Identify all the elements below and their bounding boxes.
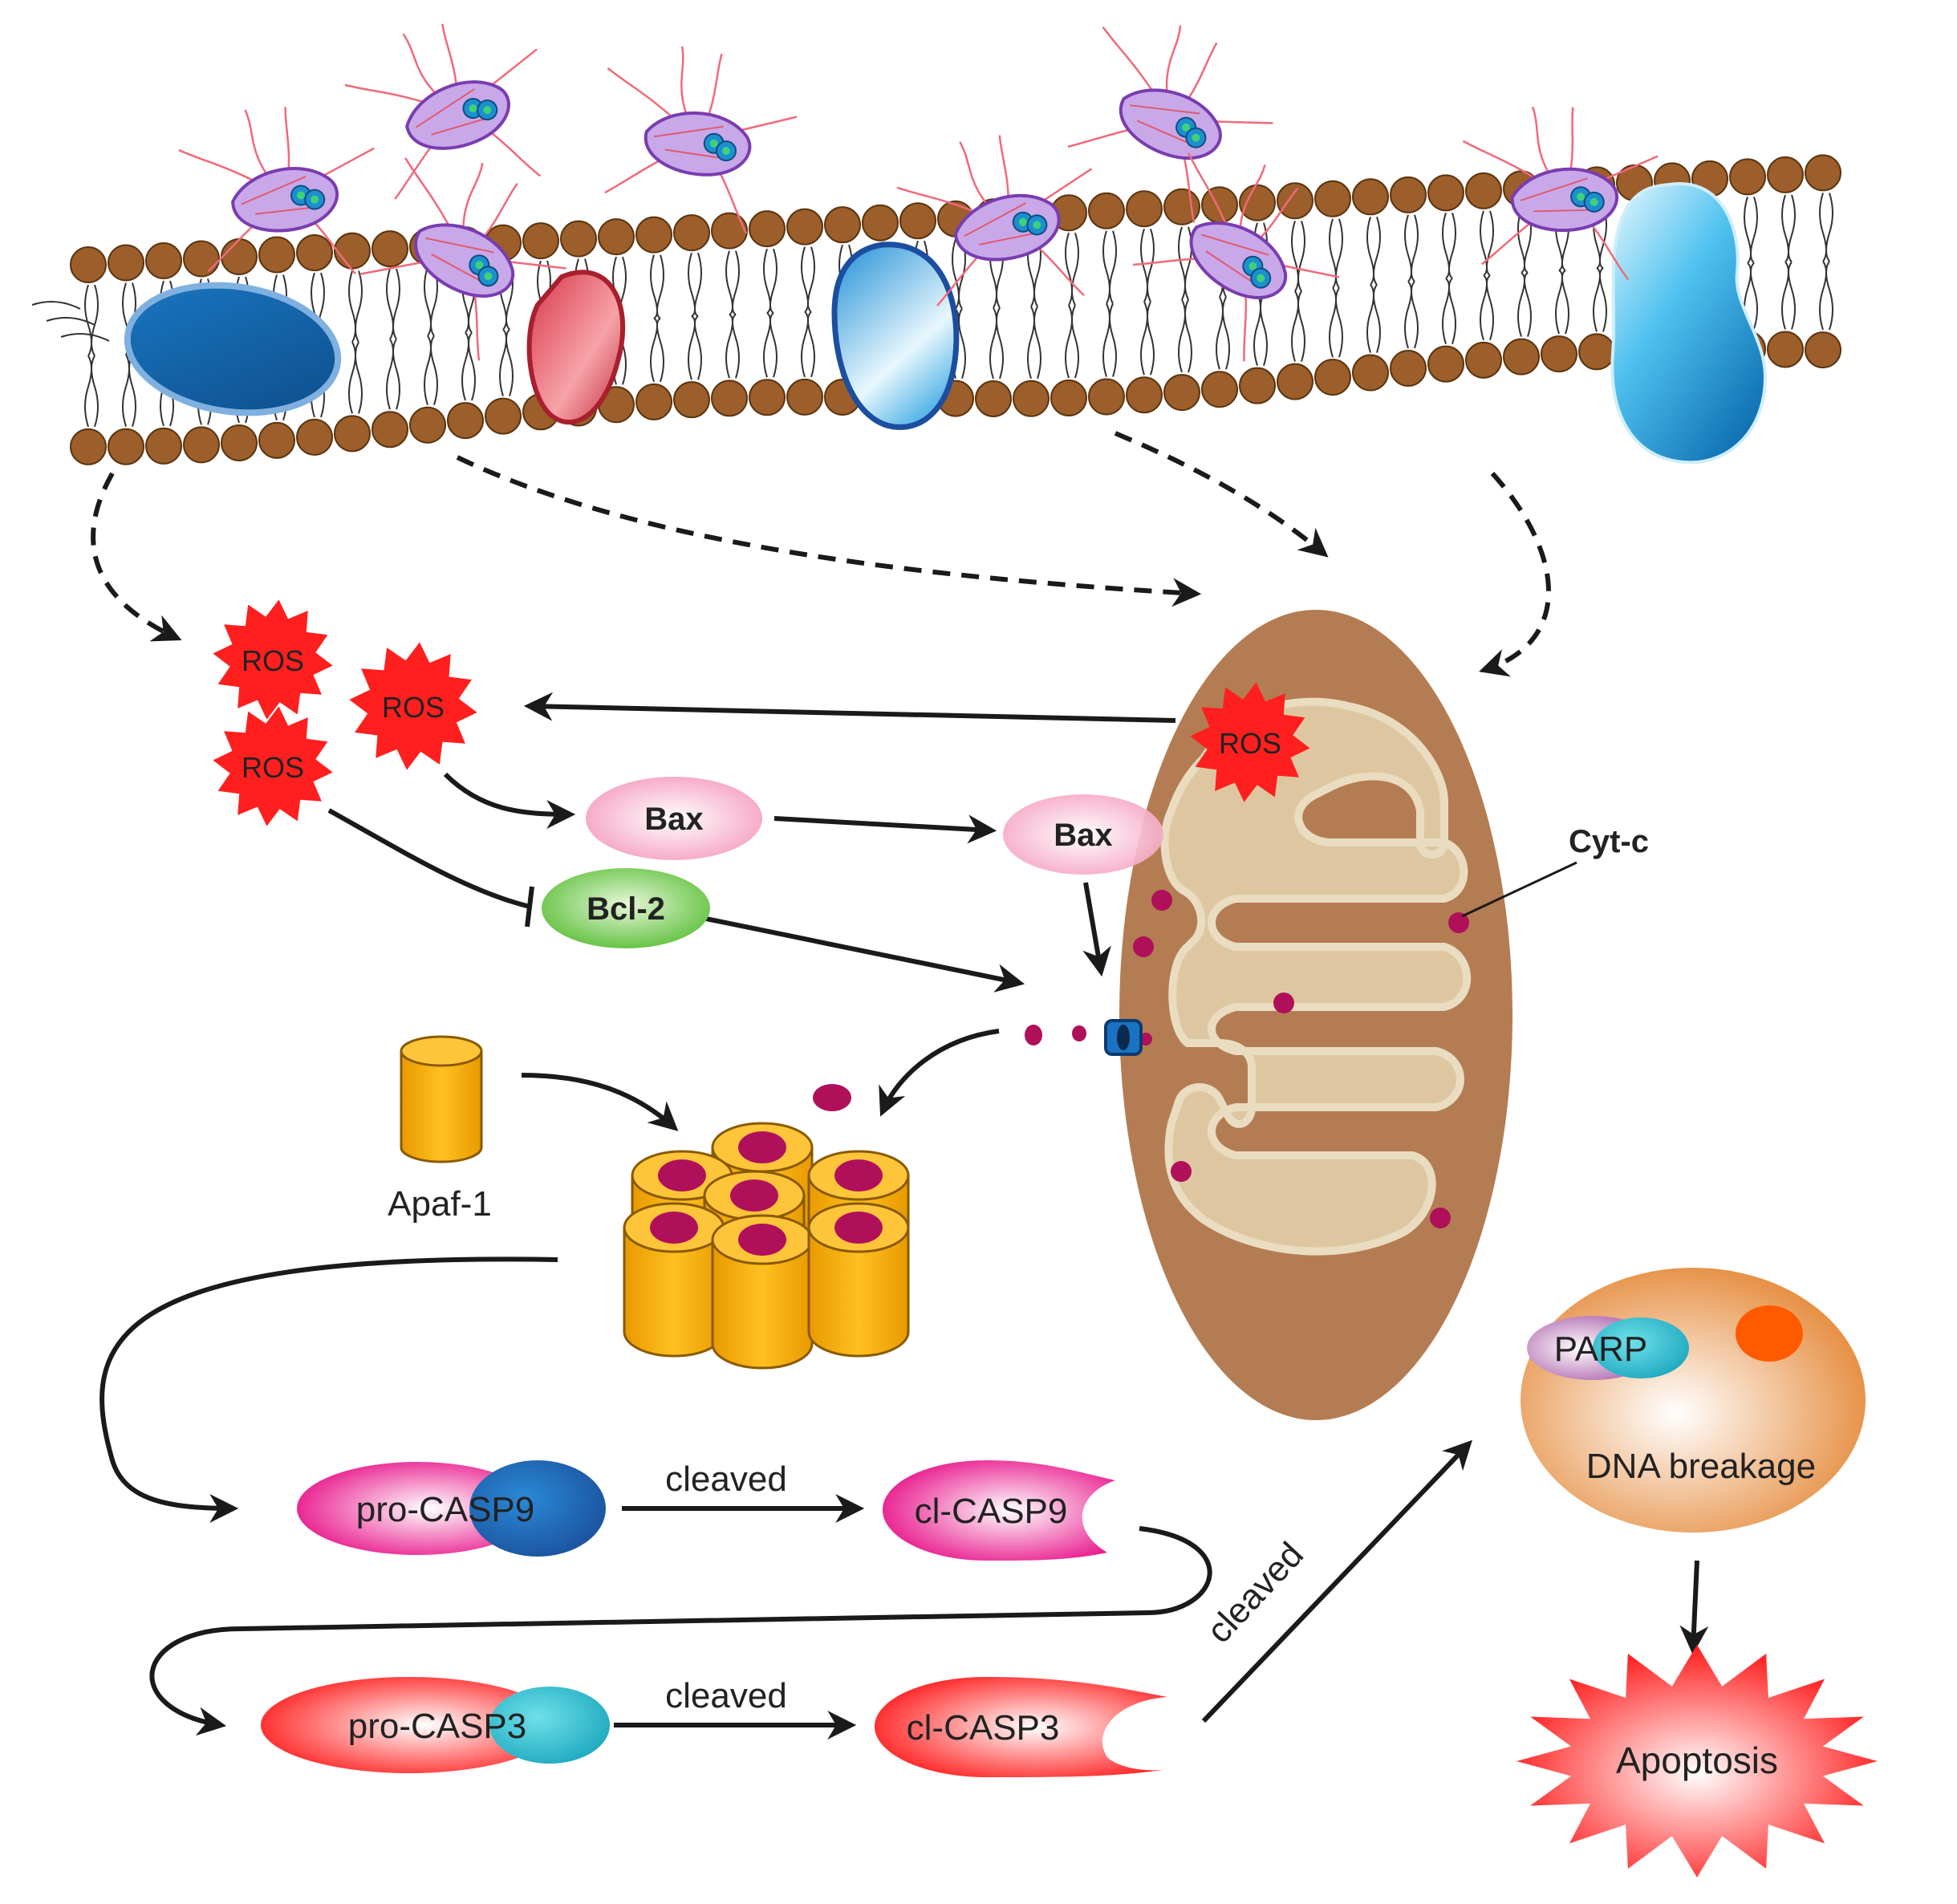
- svg-text:cl-CASP3: cl-CASP3: [907, 1708, 1060, 1748]
- parasite: [344, 23, 542, 200]
- solid-arrows: [99, 692, 1730, 1740]
- cleaved-label-casp3: cleaved: [665, 1676, 787, 1715]
- svg-text:Bax: Bax: [644, 802, 703, 837]
- arrow-cytc-to-apoptosome: [879, 1029, 1000, 1117]
- mitochondrial-cristae: [1160, 697, 1472, 1256]
- cleaved-label-diagonal: cleaved: [1200, 1535, 1311, 1650]
- parasites-group: [178, 23, 1659, 362]
- bcl2: Bcl-2: [542, 868, 710, 948]
- ros-burst-1: ROS: [213, 599, 333, 720]
- dashed-signal-arrows: [91, 431, 1551, 677]
- arrow-nucleus-to-apoptosis: [1679, 1560, 1709, 1655]
- inhibition-ros-bcl2: [327, 808, 534, 928]
- cytochrome-c-dots: [1133, 890, 1469, 1228]
- svg-text:ROS: ROS: [242, 644, 304, 677]
- svg-text:ROS: ROS: [1219, 727, 1281, 760]
- parasite: [1067, 25, 1273, 223]
- ros-burst-3: ROS: [213, 706, 333, 826]
- bax-cytosolic: Bax: [586, 777, 762, 860]
- arrow-apaf-to-apoptosome: [521, 1073, 679, 1131]
- apoptosis-burst: Apoptosis: [1516, 1645, 1878, 1878]
- pro-casp3: pro-CASP3: [261, 1677, 610, 1773]
- cleaved-label-casp9: cleaved: [665, 1459, 787, 1499]
- svg-text:Bax: Bax: [1054, 818, 1112, 853]
- apoptosome-unit: [711, 1214, 814, 1370]
- membrane-protein-4: [1610, 182, 1768, 465]
- cytc-pointer-line: [1461, 861, 1577, 918]
- parasite: [359, 157, 566, 361]
- arrow-mito-ros-to-ros: [523, 692, 1176, 723]
- svg-text:ROS: ROS: [382, 691, 445, 724]
- svg-text:ROS: ROS: [242, 751, 304, 784]
- arrow-apoptosome-to-casp9: [99, 1256, 558, 1523]
- released-cytochrome-c: [813, 1025, 1086, 1111]
- arrow-ros-to-bax: [443, 772, 576, 829]
- apoptosome-unit: [807, 1202, 910, 1358]
- arrow-bax-down: [1082, 882, 1111, 977]
- apoptosome-unit: [623, 1202, 725, 1358]
- svg-text:Apoptosis: Apoptosis: [1616, 1740, 1778, 1781]
- svg-text:Bcl-2: Bcl-2: [587, 891, 665, 927]
- apaf1-monomer: [400, 1035, 483, 1163]
- ros-burst-mitochondrial: ROS: [1190, 682, 1310, 802]
- nucleus: [1521, 1268, 1866, 1533]
- svg-text:pro-CASP9: pro-CASP9: [356, 1490, 535, 1529]
- membrane-protein-1: [124, 282, 342, 416]
- svg-text:pro-CASP3: pro-CASP3: [348, 1707, 527, 1746]
- parasite: [1462, 106, 1659, 281]
- cytc-label: Cyt-c: [1569, 824, 1649, 859]
- parasite: [178, 107, 375, 275]
- arrow-bcl2-to-pore: [705, 916, 1025, 993]
- cl-casp3: cl-CASP3: [875, 1677, 1167, 1777]
- parasite: [604, 46, 798, 234]
- arrow-clcasp9-to-procasp3: [149, 1526, 1212, 1736]
- parasite: [1133, 152, 1340, 362]
- membrane-protein-3: [831, 242, 960, 430]
- parp: PARP: [1527, 1316, 1689, 1380]
- arrow-clcasp3-to-nucleus: [1201, 1439, 1472, 1723]
- pro-casp9: pro-CASP9: [297, 1460, 606, 1557]
- parasite: [896, 135, 1093, 307]
- svg-text:cl-CASP9: cl-CASP9: [915, 1492, 1068, 1531]
- svg-text:PARP: PARP: [1554, 1330, 1648, 1369]
- mitochondrion: [1119, 610, 1512, 1420]
- apoptosome: [623, 1122, 910, 1370]
- arrow-bax-to-bax: [773, 814, 997, 844]
- dna-breakage-label: DNA breakage: [1586, 1447, 1816, 1486]
- ros-burst-2: ROS: [349, 642, 477, 770]
- bax-mitochondrial: Bax: [1003, 794, 1163, 875]
- mitochondrial-pore-channel: [1104, 1019, 1143, 1056]
- apaf1-label: Apaf-1: [388, 1184, 492, 1224]
- cl-casp9: cl-CASP9: [883, 1460, 1115, 1561]
- membrane-protein-2: [526, 270, 626, 424]
